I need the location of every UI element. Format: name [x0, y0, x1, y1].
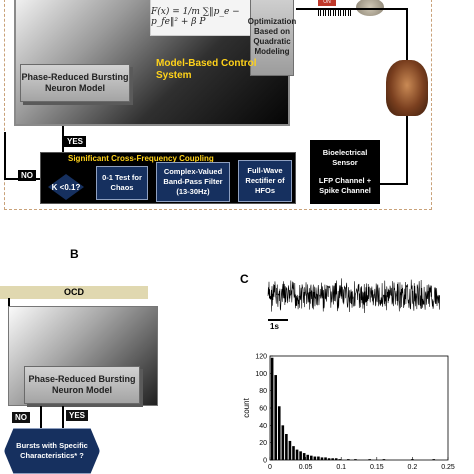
scale-label: 1s: [270, 322, 279, 330]
histogram-bar: [432, 459, 436, 460]
panel-a-frame: [4, 0, 432, 210]
histogram-bar: [292, 446, 295, 460]
y-tick-label: 0: [263, 458, 267, 465]
x-tick-label: 0.1: [336, 464, 346, 471]
histogram-bar: [288, 440, 292, 460]
histogram-bar: [347, 459, 350, 460]
histogram-bar: [270, 357, 274, 460]
no-label-b: NO: [12, 412, 30, 423]
yes-label: YES: [64, 136, 87, 147]
device-tag: ON: [318, 0, 336, 6]
connector-line: [62, 406, 64, 428]
histogram-bar: [354, 459, 357, 460]
bandpass-filter-box: Complex-Valued Band-Pass Filter (13-30Hz…: [156, 162, 230, 202]
histogram-bar: [295, 449, 299, 460]
cross-frequency-coupling-label: Significant Cross-Frequency Coupling: [68, 154, 214, 163]
panel-c-letter: C: [240, 272, 249, 286]
connector-line: [380, 183, 408, 185]
trace-path: [267, 278, 440, 314]
connector-line: [4, 132, 6, 180]
lfp-trace: 1s: [267, 278, 440, 330]
histogram-bar: [299, 451, 302, 460]
histogram-chart: 0 20 40 60 80 100 120 0 0.05 0.1 0.15 0.2 0.25 count: [242, 354, 455, 472]
trace-waveform: [267, 278, 440, 314]
sensor-channels: LFP Channel + Spike Channel: [318, 176, 372, 195]
cost-function-formula: F(x) = 1/m ∑‖p_e − p_fe‖² + β P: [150, 0, 252, 36]
histogram-bar: [274, 375, 277, 460]
ocd-banner: OCD: [0, 286, 148, 299]
panel-b-letter: B: [70, 247, 79, 261]
control-system-title: Model-Based Control System: [156, 58, 257, 81]
y-tick-label: 20: [259, 440, 267, 447]
bursts-decision-box: Bursts with Specific Characteristics* ?: [4, 428, 100, 474]
plot-frame: [269, 355, 449, 461]
histogram-bar: [302, 453, 306, 460]
histogram-bar: [324, 457, 327, 460]
histogram-bar: [327, 458, 331, 460]
no-label: NO: [18, 170, 36, 181]
y-tick-label: 40: [259, 423, 267, 430]
histogram-axes: 0 20 40 60 80 100 120 0 0.05 0.1 0.15 0.2 0.25: [255, 354, 455, 472]
histogram-bar: [320, 457, 324, 460]
bioelectrical-sensor-box: Bioelectrical Sensor LFP Channel + Spike…: [310, 140, 380, 204]
neuron-model-box: Phase-Reduced Bursting Neuron Model: [20, 64, 130, 102]
histogram-bars: [270, 357, 436, 460]
y-tick-label: 100: [255, 371, 267, 378]
y-tick-label: 60: [259, 406, 267, 413]
chaos-test-box: 0-1 Test for Chaos: [96, 166, 148, 200]
y-tick-label: 80: [259, 388, 267, 395]
sensor-title: Bioelectrical Sensor: [322, 148, 368, 167]
head-electrode-icon: [386, 60, 428, 116]
connector-line: [406, 8, 408, 60]
histogram-bar: [281, 425, 285, 460]
connector-line: [62, 126, 64, 154]
yes-label-b: YES: [66, 410, 89, 421]
histogram-bar: [309, 455, 313, 460]
barcode-icon: [318, 8, 352, 16]
histogram-bar: [411, 459, 414, 460]
histogram-bar: [331, 458, 334, 460]
x-tick-label: 0.25: [441, 464, 455, 471]
histogram-bar: [277, 406, 281, 460]
x-tick-label: 0: [268, 464, 272, 471]
histogram-bar: [334, 458, 338, 460]
optimization-box: Optimization Based on Quadratic Modeling: [248, 0, 296, 76]
histogram-bar: [285, 434, 288, 460]
histogram-bar: [306, 454, 310, 460]
connector-line: [40, 406, 42, 428]
y-axis-label: count: [242, 397, 251, 417]
histogram-bar: [313, 456, 317, 460]
x-tick-label: 0.05: [299, 464, 313, 471]
neuron-model-box-b: Phase-Reduced Bursting Neuron Model: [24, 366, 140, 404]
connector-line: [296, 8, 408, 10]
x-tick-label: 0.15: [370, 464, 384, 471]
histogram-bar: [338, 459, 342, 460]
x-tick-label: 0.2: [408, 464, 418, 471]
histogram-bar: [368, 459, 371, 460]
histogram-bar: [382, 459, 386, 460]
rectifier-box: Full-Wave Rectifier of HFOs: [238, 160, 292, 202]
connector-line: [406, 116, 408, 184]
histogram-bar: [317, 456, 320, 460]
y-tick-label: 120: [255, 354, 267, 361]
